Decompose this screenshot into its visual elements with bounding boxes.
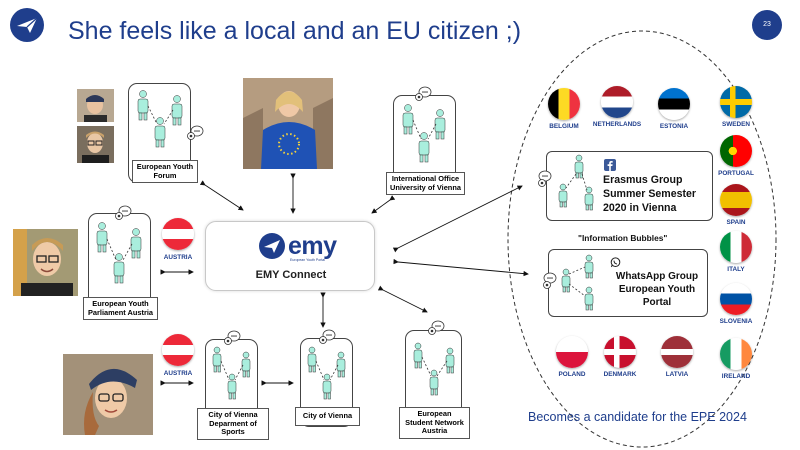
- flag-portugal: [720, 135, 752, 167]
- people-network-icon: [96, 222, 142, 284]
- flag-austria-2: [162, 334, 194, 366]
- emy-connect-hub: emy European Youth Portal EMY Connect: [205, 221, 375, 291]
- page-number-badge: 23: [752, 10, 782, 40]
- flag-denmark: [604, 336, 636, 368]
- node-label-student-network: European Student Network Austria: [399, 407, 470, 439]
- chat-bubble-icon: [115, 205, 132, 220]
- flag-spain: [720, 184, 752, 216]
- flag-estonia: [658, 88, 690, 120]
- hub-label: EMY Connect: [255, 269, 327, 281]
- country-label-austria-1: AUSTRIA: [163, 254, 193, 261]
- node-youth-forum: European Youth Forum: [128, 83, 204, 184]
- link-center-whatsapp: [393, 258, 529, 277]
- person-photo-eu-hoodie: [243, 78, 333, 169]
- country-label-belgium: BELGIUM: [549, 123, 579, 130]
- people-network-icon: [307, 346, 346, 400]
- flag-belgium: [548, 88, 580, 120]
- person-photo-sports: [63, 354, 153, 435]
- erasmus-group-label: Erasmus Group Summer Semester 2020 in Vi…: [603, 174, 697, 214]
- information-bubbles-label: "Information Bubbles": [578, 233, 668, 243]
- people-network-icon: [413, 342, 455, 396]
- brand-logo: [10, 8, 44, 42]
- paper-plane-icon: [17, 17, 38, 33]
- country-label-slovenia: SLOVENIA: [719, 318, 753, 325]
- people-network-icon: [137, 90, 183, 148]
- flag-netherlands: [601, 86, 633, 118]
- flag-sweden: [720, 86, 752, 118]
- person-photo-parliament: [13, 229, 78, 296]
- emy-logo-tagline: European Youth Portal: [290, 258, 326, 262]
- node-dept-sports: City of Vienna Deparment of Sports: [197, 330, 269, 440]
- node-label-parliament: European Youth Parliament Austria: [83, 297, 158, 321]
- chat-bubble-icon: [187, 125, 204, 140]
- eu-dashed-ellipse: [507, 30, 777, 448]
- people-network-icon: [212, 346, 251, 400]
- node-label-city: City of Vienna: [295, 407, 360, 426]
- link-center-erasmus: [392, 185, 523, 253]
- node-student-network: European Student Network Austria: [399, 320, 470, 439]
- chat-bubble-icon: [428, 320, 445, 335]
- country-label-sweden: SWEDEN: [721, 121, 751, 128]
- node-city: City of Vienna: [295, 329, 360, 427]
- people-network-icon: [558, 154, 594, 211]
- country-label-italy: ITALY: [727, 266, 745, 273]
- link-network-center: [377, 285, 428, 313]
- person-photo-small-1: [77, 89, 114, 122]
- person-photo-small-2: [77, 126, 114, 163]
- flag-slovenia: [720, 283, 752, 315]
- whatsapp-group-box: WhatsApp Group European Youth Portal: [548, 249, 708, 317]
- country-label-denmark: DENMARK: [603, 371, 637, 378]
- chat-bubble-icon: [538, 170, 552, 187]
- country-label-latvia: LATVIA: [665, 371, 689, 378]
- node-label-international-office: International Office University of Vienn…: [386, 172, 465, 196]
- flag-italy: [720, 231, 752, 263]
- country-label-poland: POLAND: [558, 371, 586, 378]
- whatsapp-group-label: WhatsApp Group European Youth Portal: [615, 271, 699, 308]
- country-label-ireland: IRELAND: [721, 373, 751, 380]
- flag-latvia: [661, 336, 693, 368]
- country-label-netherlands: NETHERLANDS: [592, 121, 642, 128]
- page-title: She feels like a local and an EU citizen…: [68, 17, 522, 45]
- flag-austria-1: [162, 218, 194, 250]
- link-office-center: [371, 195, 396, 214]
- node-label-youth-forum: European Youth Forum: [132, 160, 198, 184]
- emy-logo-icon: [259, 233, 285, 259]
- chat-bubble-icon: [543, 272, 557, 289]
- chat-bubble-icon: [224, 330, 241, 345]
- people-network-icon: [402, 104, 446, 163]
- candidate-caption: Becomes a candidate for the EPE 2024: [528, 410, 747, 424]
- chat-bubble-icon: [415, 86, 432, 101]
- node-label-dept-sports: City of Vienna Deparment of Sports: [197, 408, 269, 440]
- erasmus-group-box: Erasmus Group Summer Semester 2020 in Vi…: [546, 151, 713, 221]
- chat-bubble-icon: [319, 329, 336, 344]
- whatsapp-icon: [610, 257, 621, 268]
- facebook-icon: [604, 159, 616, 171]
- people-network-icon: [561, 254, 594, 311]
- node-international-office: International Office University of Vienn…: [386, 86, 465, 196]
- flag-ireland: [720, 338, 752, 370]
- link-forum-center: [199, 180, 244, 211]
- country-label-estonia: ESTONIA: [659, 123, 689, 130]
- emy-logo-word: emy: [288, 232, 337, 260]
- country-label-spain: SPAIN: [726, 219, 746, 226]
- country-label-austria-2: AUSTRIA: [163, 370, 193, 377]
- flag-poland: [556, 336, 588, 368]
- node-parliament: European Youth Parliament Austria: [83, 205, 158, 321]
- country-label-portugal: PORTUGAL: [718, 170, 754, 177]
